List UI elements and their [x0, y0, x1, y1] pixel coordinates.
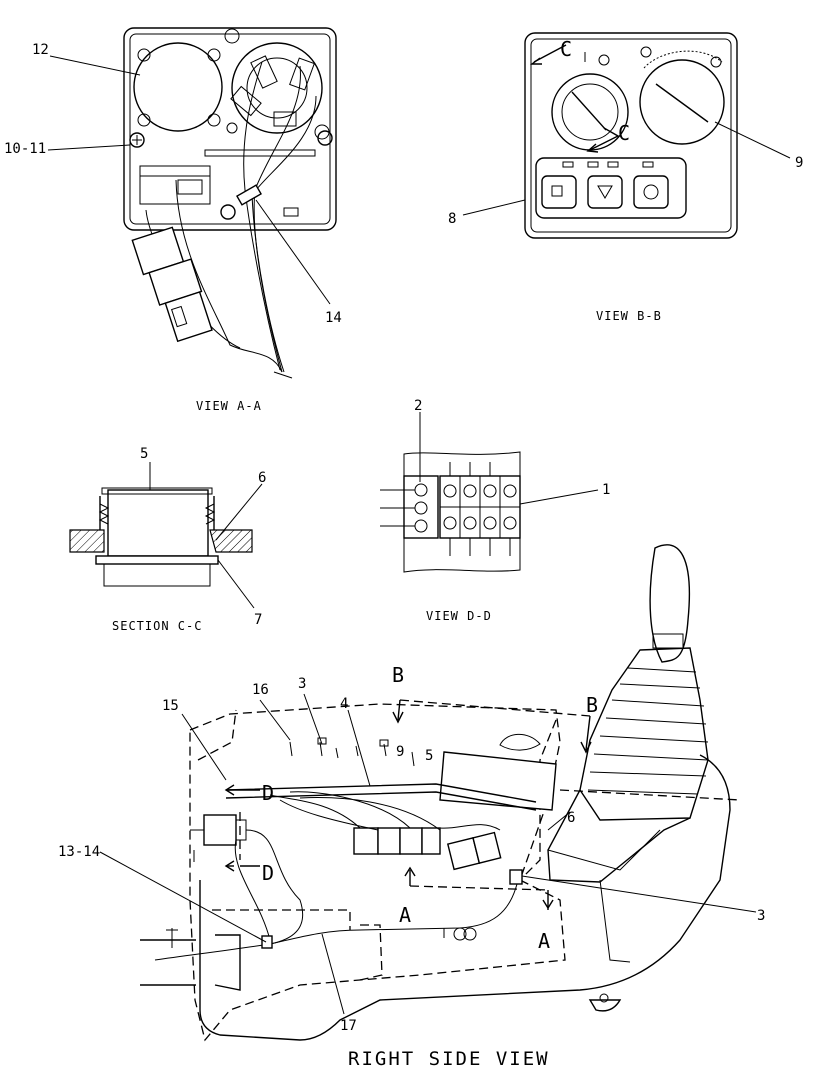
section-c-c-detail	[69, 487, 253, 587]
view-d-d-detail	[380, 451, 521, 573]
callout-6-top: 6	[258, 470, 266, 486]
callout-13-14: 13-14	[58, 844, 100, 860]
callout-8: 8	[448, 211, 456, 227]
callout-16: 16	[252, 682, 269, 698]
right-side-view-caption: RIGHT SIDE VIEW	[348, 1048, 550, 1070]
view-d-d-caption: VIEW D-D	[426, 609, 492, 623]
section-mark-a-right: A	[538, 929, 550, 953]
view-a-a-panel	[123, 27, 337, 379]
callout-3-top: 3	[298, 676, 306, 692]
section-mark-b-right: B	[586, 693, 598, 717]
callout-17: 17	[340, 1018, 357, 1034]
view-b-b-panel	[524, 32, 738, 239]
callout-9: 9	[795, 155, 803, 171]
section-mark-c-top: C	[560, 37, 572, 61]
section-mark-d-bottom: D	[262, 861, 274, 885]
callout-leaders-c	[149, 462, 263, 609]
callout-6-right: 6	[567, 810, 575, 826]
callout-3-right: 3	[757, 908, 765, 924]
section-mark-d-top: D	[262, 781, 274, 805]
view-b-b-caption: VIEW B-B	[596, 309, 662, 323]
section-c-marks	[529, 44, 620, 153]
callout-10-11: 10-11	[4, 141, 46, 157]
callout-5: 5	[140, 446, 148, 462]
section-mark-b-left: B	[392, 663, 404, 687]
callout-12: 12	[32, 42, 49, 58]
section-cut-lines	[224, 699, 592, 910]
callout-leaders-a	[47, 55, 331, 305]
callout-15: 15	[162, 698, 179, 714]
right-side-view-assembly	[140, 544, 741, 1042]
callout-7: 7	[254, 612, 262, 628]
callout-2: 2	[414, 398, 422, 414]
section-c-c-caption: SECTION C-C	[112, 619, 202, 633]
callout-leaders-b	[462, 121, 791, 216]
callout-14: 14	[325, 310, 342, 326]
callout-1: 1	[602, 482, 610, 498]
section-mark-c-bottom: C	[618, 121, 630, 145]
section-mark-a-left: A	[399, 903, 411, 927]
callout-4: 4	[340, 696, 348, 712]
inline-label-9: 9	[396, 744, 404, 760]
view-a-a-caption: VIEW A-A	[196, 399, 262, 413]
callout-leaders-right-view	[99, 693, 757, 1015]
inline-label-5: 5	[425, 748, 433, 764]
callout-leaders-d	[419, 412, 599, 505]
